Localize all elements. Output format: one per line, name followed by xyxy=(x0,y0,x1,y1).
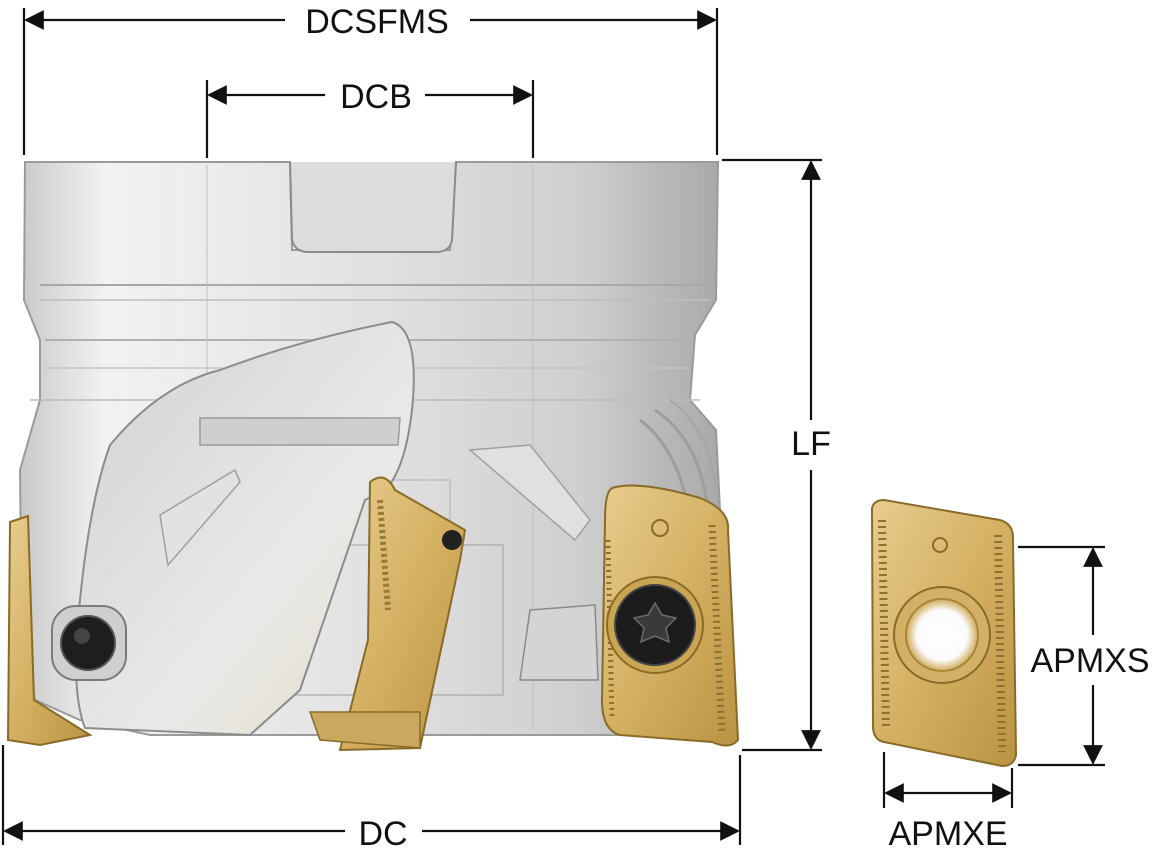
middle-insert xyxy=(308,476,467,752)
label-apmxs: APMXS xyxy=(1030,642,1149,680)
separate-insert xyxy=(870,498,1018,768)
dimension-lines xyxy=(1,8,1105,845)
left-insert-screw-icon xyxy=(60,615,116,671)
label-dcb: DCB xyxy=(340,78,412,116)
drive-slot xyxy=(289,161,457,253)
left-insert xyxy=(6,514,127,747)
insert-hole-icon xyxy=(905,598,979,672)
label-lf: LF xyxy=(791,425,831,463)
right-insert xyxy=(519,484,740,747)
label-apmxe: APMXE xyxy=(888,815,1007,853)
label-dc: DC xyxy=(358,815,407,853)
label-dcsfms: DCSFMS xyxy=(305,3,449,41)
